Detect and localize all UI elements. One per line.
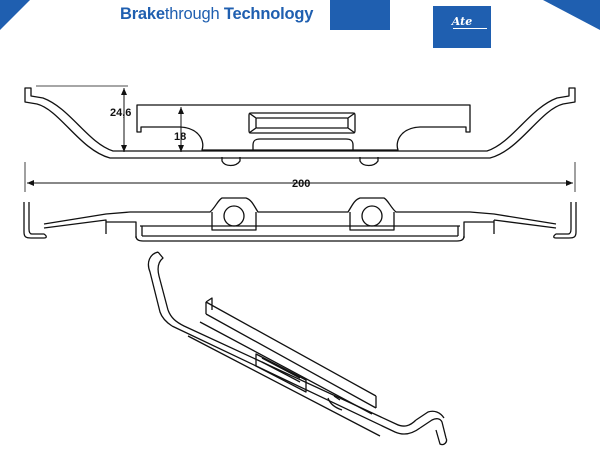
brand-title-regular: through — [164, 5, 224, 23]
side-view-hole-right-boss — [349, 212, 395, 231]
ate-logo: Ate — [433, 6, 491, 48]
ate-logo-underline — [453, 28, 487, 29]
isometric-view-drawing — [147, 251, 448, 446]
dimension-height-inner: 18 — [174, 107, 186, 152]
brand-title-bold: Brake — [120, 5, 165, 23]
brand-title: Brakethrough Technology — [120, 5, 313, 24]
top-view-tab-left — [221, 157, 241, 167]
top-view-drawing — [24, 87, 576, 167]
banner-bar-middle — [330, 0, 390, 30]
dimension-length: 200 — [24, 162, 576, 192]
side-view-hole-right — [361, 205, 383, 227]
side-view-upper-edge — [43, 197, 557, 225]
dimension-length-label: 200 — [292, 178, 310, 190]
iso-left-hook — [147, 251, 173, 327]
iso-plate-edge — [187, 321, 381, 437]
iso-right-hook — [415, 410, 448, 446]
side-view-right-hook — [553, 202, 577, 239]
top-view-center-slot-inner — [255, 117, 349, 129]
top-view-inner-plate — [136, 104, 471, 151]
side-view-hole-left — [223, 205, 245, 227]
dimension-height-outer-label: 24,6 — [110, 107, 131, 119]
top-view-outer-wire — [24, 87, 576, 159]
top-view-center-slot — [248, 112, 356, 134]
iso-tab — [327, 395, 343, 411]
side-view-hole-left-boss — [211, 212, 257, 231]
top-view-center-slot-bevel — [248, 112, 356, 134]
side-view-plate-top — [140, 225, 460, 236]
dimension-height-inner-label: 18 — [174, 131, 186, 143]
top-view-tab-right — [359, 157, 379, 167]
dimension-height-outer: 24,6 — [36, 85, 131, 152]
side-view-lower-edge — [43, 219, 557, 238]
iso-center-slot — [255, 353, 307, 393]
side-view-left-hook — [23, 202, 47, 239]
ate-logo-text: Ate — [451, 15, 473, 28]
iso-upper-rail — [167, 309, 421, 435]
iso-lower-rail — [205, 297, 377, 409]
side-view-plate-bottom — [135, 235, 465, 242]
brand-title-bold-2: Technology — [223, 5, 314, 23]
top-view-center-bump — [252, 138, 354, 151]
side-view-drawing — [23, 197, 577, 242]
